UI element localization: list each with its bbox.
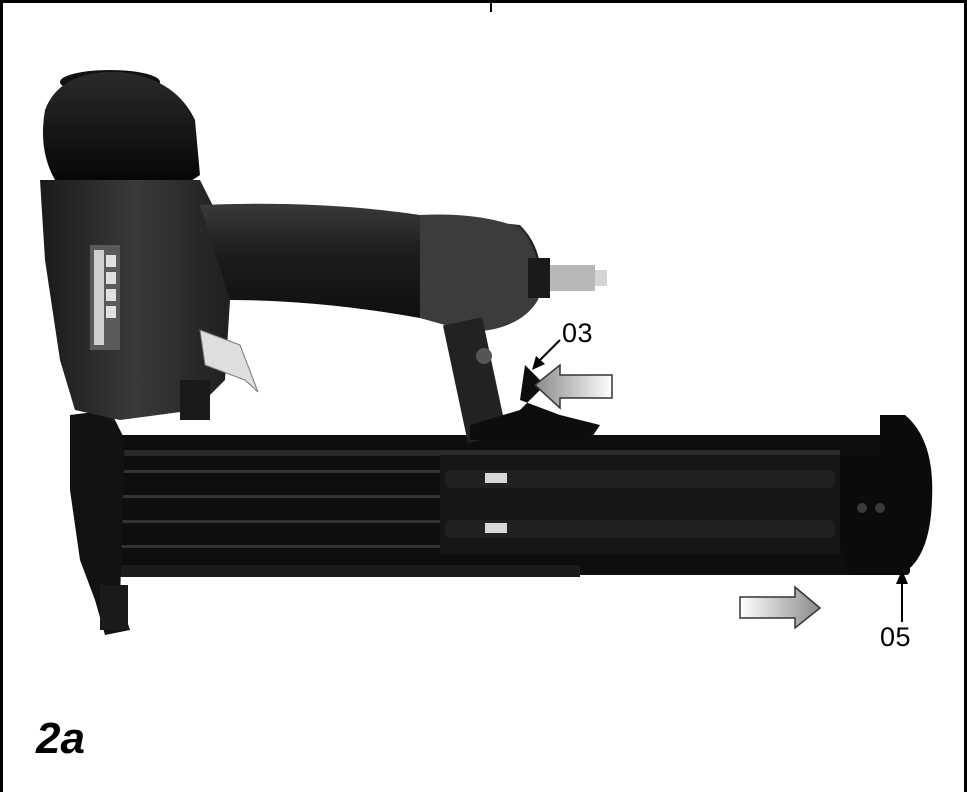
push-arrow-left	[533, 363, 613, 410]
pusher-end-cap	[840, 415, 933, 575]
tool-head	[40, 70, 230, 420]
callout-label-03: 03	[562, 318, 594, 348]
trigger	[180, 329, 259, 420]
air-fitting	[528, 258, 607, 298]
magazine	[110, 435, 910, 577]
frame-border-top	[0, 0, 967, 3]
grip-handle	[200, 203, 541, 443]
push-arrow-right	[739, 585, 822, 630]
frame-border-right	[964, 0, 967, 792]
nose-piece	[70, 410, 130, 635]
frame-border-left	[0, 0, 3, 792]
callout-leader-03	[532, 339, 561, 370]
frame-divider-tick	[490, 0, 492, 12]
callout-leader-05	[896, 570, 908, 622]
callout-label-05: 05	[880, 622, 912, 652]
magazine-latch	[470, 365, 600, 440]
figure-number: 2a	[36, 714, 85, 763]
